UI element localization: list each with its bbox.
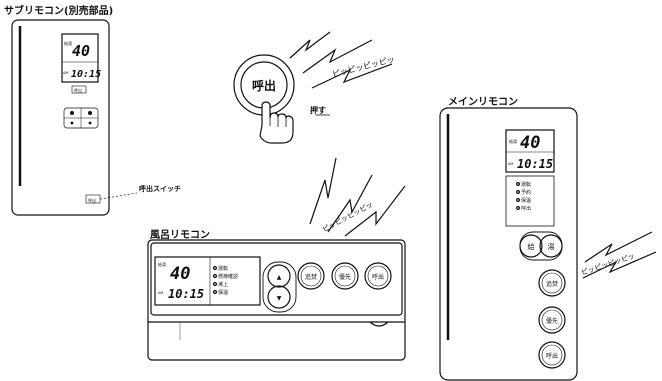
main-status-1: 予約 [521,189,531,196]
beep-label-2: ピッピッピッピッ [321,200,374,233]
sub-ampm: AM [63,71,68,75]
sub-remote [11,19,138,216]
sub-up-button[interactable] [70,111,74,115]
main-priority-button[interactable] [538,306,566,334]
sub-temp-label: 給湯 [64,40,72,46]
lightning-2a [309,157,337,225]
lightning-1c [311,63,393,89]
sub-mini-label: 呼出 [74,87,82,93]
main-status-panel [505,175,555,227]
bath-ampm: AM [158,291,163,295]
bath-status-1: 燃焼確認 [218,273,238,280]
main-call-button[interactable] [538,341,566,369]
hand-pointer-icon [259,101,294,144]
bath-temp-label: 給湯 [158,261,166,267]
main-yu-label: 湯 [548,242,555,251]
bath-call-label: 呼出 [372,273,384,281]
bath-down-arrow: ▼ [277,295,282,302]
main-reheat-label: 追焚 [546,280,558,288]
main-remote-title: メインリモコン [448,97,518,108]
main-remote [439,107,657,381]
sub-remote-body [11,19,110,216]
bath-remote-title: 風呂リモコン [150,230,210,241]
bath-reheat-label: 追焚 [305,273,317,281]
bath-status-2: 沸上 [218,281,228,288]
bath-remote-body [147,239,406,361]
main-status-3: 呼出 [521,205,531,212]
bath-up-arrow: ▲ [277,274,282,281]
bath-priority-label: 優先 [339,273,351,281]
main-yu-button[interactable] [539,234,563,258]
main-kyu-label: 給 [528,242,535,251]
bath-remote [147,157,406,361]
main-remote-body [439,107,578,381]
bath-time: 10:15 [168,287,204,301]
bath-remote-face [150,242,403,316]
bath-down-button[interactable] [267,285,291,309]
sub-call-switch-label: 呼出 [88,197,96,203]
lightning-2b [327,174,373,233]
lightning-2c [344,185,406,237]
call-switch-leader [99,192,138,200]
main-priority-label: 優先 [546,317,558,325]
lightning-3a [584,231,653,263]
main-call-label: 呼出 [546,352,558,360]
bath-status-3: 保温 [218,289,228,296]
sub-remote-title: サブリモコン(別売部品) [4,6,114,17]
bath-remote-notch [369,321,389,327]
bath-temp: 40 [170,264,190,284]
sub-mini-button[interactable] [71,85,87,94]
main-reheat-button[interactable] [538,269,566,297]
sub-down-button[interactable] [88,111,92,115]
lightning-1a [289,31,331,59]
bath-updown-frame [262,261,297,313]
bath-reheat-button[interactable] [297,262,325,290]
bath-display [154,256,261,306]
sub-temp: 40 [72,42,90,60]
push-label: 押す [310,105,326,115]
call-switch-label: 呼出スイッチ [139,185,181,193]
main-kyu-button[interactable] [519,234,543,258]
main-time: 10:15 [517,157,553,171]
main-temp: 40 [520,133,540,153]
bath-call-button[interactable] [364,262,392,290]
bath-priority-button[interactable] [331,262,359,290]
bath-up-button[interactable] [267,264,291,288]
lightning-3b [582,251,657,279]
main-status-2: 保温 [521,197,531,204]
bath-status-0: 運転 [218,266,228,272]
sub-time: 10:15 [71,69,101,80]
main-display [505,129,555,173]
lightning-1b [302,39,373,74]
call-button-illustration [233,31,393,144]
main-status-0: 運転 [521,182,531,188]
sub-display [61,33,99,83]
call-button-label: 呼出 [252,78,276,93]
main-ampm: AM [508,162,513,166]
main-temp-label: 給湯 [509,138,517,144]
